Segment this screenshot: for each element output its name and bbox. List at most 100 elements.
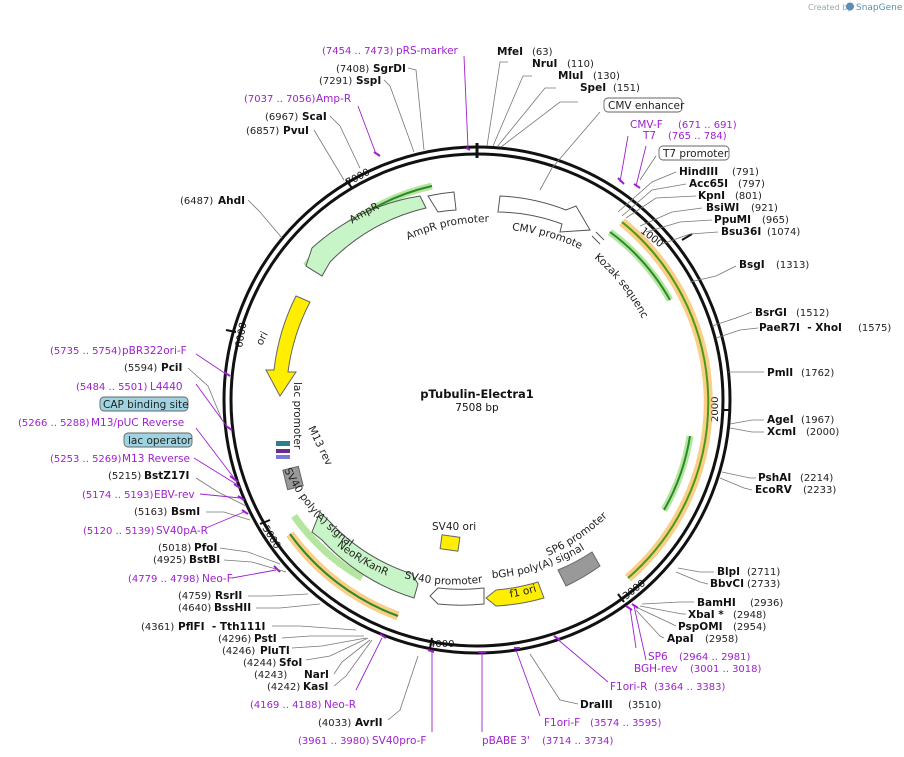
svg-text:(151): (151): [613, 83, 640, 94]
svg-text:(130): (130): [593, 71, 620, 82]
sv40-promoter-feature[interactable]: [429, 587, 485, 606]
snapgene-logo-icon: [846, 2, 854, 11]
svg-text:(765 .. 784): (765 .. 784): [668, 131, 727, 142]
ampr-feature[interactable]: [305, 195, 427, 277]
orf-arc-main: [619, 218, 713, 582]
svg-text:(5018): (5018): [158, 543, 191, 554]
primer-labels: (7454 .. 7473)pRS-marker (7037 .. 7056) A…: [18, 45, 762, 747]
primer-prs-marker: pRS-marker: [396, 45, 459, 57]
lac-promoter-label: lac promoter: [291, 382, 303, 450]
site-pfoi: PfoI: [194, 542, 217, 554]
svg-text:(2233): (2233): [803, 485, 836, 496]
svg-text:(4640): (4640): [178, 603, 211, 614]
site-pvui: PvuI: [283, 125, 309, 137]
svg-text:(797): (797): [738, 179, 765, 190]
svg-text:(4244): (4244): [243, 658, 276, 669]
svg-text:(5484 .. 5501): (5484 .. 5501): [76, 382, 148, 393]
svg-text:(1074): (1074): [767, 227, 800, 238]
svg-text:(7037 .. 7056): (7037 .. 7056): [244, 94, 316, 105]
site-rsrii: RsrII: [215, 590, 242, 602]
svg-text:(671 .. 691): (671 .. 691): [678, 120, 737, 131]
svg-text:(4243): (4243): [254, 670, 287, 681]
bgh-polya-feature[interactable]: [557, 551, 601, 587]
site-ahdi: AhdI: [218, 195, 245, 207]
primer-bgh-rev: BGH-rev: [634, 663, 678, 675]
site-labels: MfeI(63) NruI(110) MluI(130) SpeI(151) H…: [108, 46, 891, 729]
svg-text:(2214): (2214): [800, 473, 833, 484]
svg-text:(965): (965): [762, 215, 789, 226]
neo-feature[interactable]: [311, 511, 419, 599]
svg-text:(4242): (4242): [267, 682, 300, 693]
ori-feature[interactable]: [265, 295, 311, 397]
ampr-promoter-feature[interactable]: [427, 191, 457, 213]
site-mlui: MluI: [558, 70, 583, 82]
lac-operator-block: [276, 449, 290, 453]
sv40-ori-feature[interactable]: [439, 534, 461, 552]
site-leader-lines: [187, 61, 764, 721]
tick-label-6000: 6000: [234, 322, 249, 349]
cmv-promoter-feature[interactable]: [497, 195, 591, 233]
cmv-enhancer-label: CMV enhancer: [608, 100, 685, 112]
site-paer7i-xhoi: PaeR7I - XhoI: [759, 322, 842, 334]
site-bsiwi: BsiWI: [706, 202, 739, 214]
lac-operator-label: lac operator: [128, 435, 192, 447]
primer-m13-reverse: M13 Reverse: [122, 453, 190, 465]
site-spei: SpeI: [580, 82, 606, 94]
neo-cds-arc: [291, 513, 364, 582]
snapgene-brand: SnapGene: [856, 3, 903, 13]
svg-text:(63): (63): [532, 47, 553, 58]
tick-label-2000: 2000: [710, 397, 721, 422]
site-draiii: DraIII: [580, 699, 613, 711]
cap-binding-site-box[interactable]: [99, 396, 189, 412]
tick-marks: [225, 179, 730, 649]
cmv-enhancer-leader: [539, 111, 601, 191]
site-bstz17i: BstZ17I: [144, 470, 189, 482]
svg-text:(1762): (1762): [801, 368, 834, 379]
svg-text:(2000): (2000): [806, 427, 839, 438]
svg-text:(7454 .. 7473): (7454 .. 7473): [322, 46, 394, 57]
svg-text:(5174 .. 5193): (5174 .. 5193): [82, 490, 154, 501]
site-nrui: NruI: [532, 58, 557, 70]
ampr-promoter-label: AmpR promoter: [404, 213, 489, 243]
primer-leader-lines: [193, 55, 647, 732]
primer-sv40pa-r: SV40pA-R: [156, 525, 208, 537]
site-pshai: PshAI: [758, 472, 791, 484]
lac-operator-box[interactable]: [123, 432, 193, 448]
svg-text:(2964 .. 2981): (2964 .. 2981): [679, 652, 751, 663]
site-scai: ScaI: [302, 111, 327, 123]
site-nari: NarI: [304, 669, 329, 681]
svg-text:(5163): (5163): [134, 507, 167, 518]
tick-label-4000: 4000: [429, 639, 454, 650]
site-kasi: KasI: [303, 681, 328, 693]
created-by-label: Created by: [808, 3, 852, 12]
primer-neo-f: Neo-F: [202, 573, 233, 585]
site-hindiii: HindIII: [679, 166, 718, 178]
site-xcmi: XcmI: [767, 426, 796, 438]
t7-promoter-label: T7 promoter: [662, 148, 729, 160]
site-bsu36i: Bsu36I: [721, 226, 761, 238]
site-pluti: PluTI: [260, 645, 290, 657]
svg-text:(3001 .. 3018): (3001 .. 3018): [690, 664, 762, 675]
svg-text:(3961 .. 3980): (3961 .. 3980): [298, 736, 370, 747]
site-avrii: AvrII: [355, 717, 383, 729]
site-kpni: KpnI: [698, 190, 725, 202]
site-bsmi: BsmI: [171, 506, 200, 518]
cmv-enhancer-box[interactable]: [603, 97, 683, 113]
primer-cmv-f: CMV-F: [630, 119, 663, 131]
sv40-polya-feature[interactable]: [282, 465, 304, 491]
svg-text:(4779 .. 4798): (4779 .. 4798): [128, 574, 200, 585]
svg-text:(1575): (1575): [858, 323, 891, 334]
svg-text:(3574 .. 3595): (3574 .. 3595): [590, 718, 662, 729]
t7-promoter-box[interactable]: [658, 145, 730, 161]
svg-text:(2958): (2958): [705, 634, 738, 645]
cap-site-block: [276, 441, 290, 446]
site-pmli: PmlI: [767, 367, 793, 379]
f1-ori-feature[interactable]: [485, 581, 545, 607]
site-sgrdi: SgrDI: [373, 63, 406, 75]
svg-text:(1512): (1512): [796, 308, 829, 319]
svg-text:(4361): (4361): [141, 622, 174, 633]
svg-text:(4033): (4033): [318, 718, 351, 729]
primer-f1ori-f: F1ori-F: [544, 717, 580, 729]
primer-pbr322ori-f: pBR322ori-F: [122, 345, 187, 357]
primer-l4440: L4440: [150, 381, 183, 393]
